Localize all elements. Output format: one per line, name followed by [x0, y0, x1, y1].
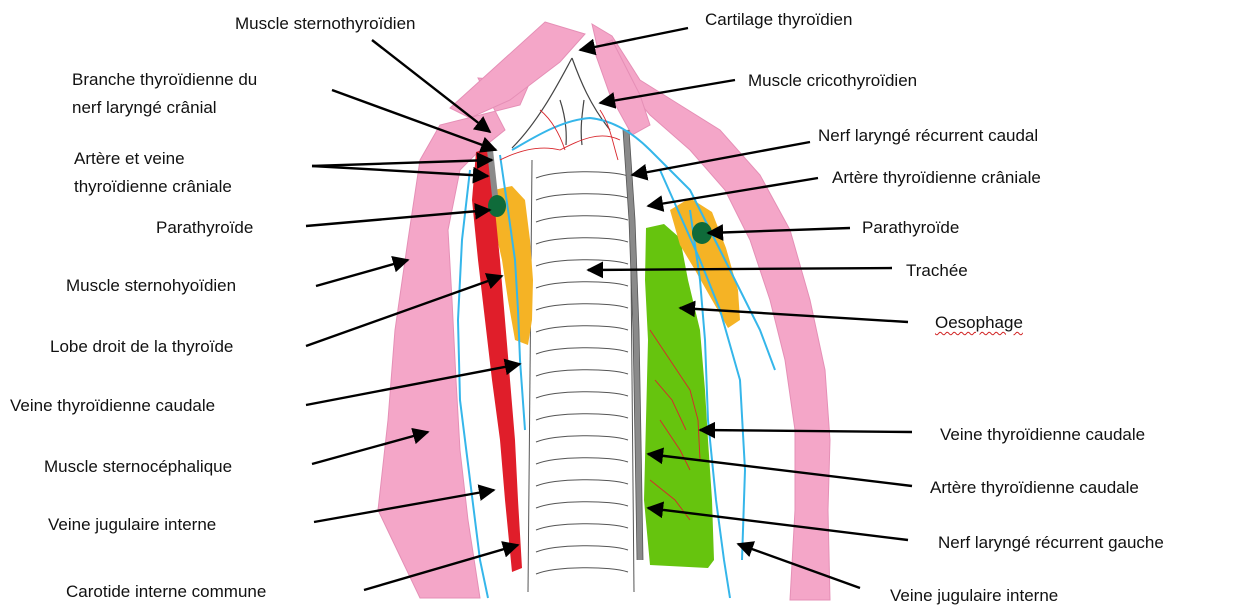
label-caudal-vein-left: Veine thyroïdienne caudale [10, 392, 215, 419]
trachea-ring [536, 348, 628, 354]
trachea-ring [536, 260, 628, 266]
trachea-ring [536, 172, 628, 178]
trachea-ring [536, 524, 628, 530]
right-parathyroid [488, 195, 506, 217]
label-art-cranial: Artère thyroïdienne crâniale [832, 164, 1041, 191]
label-recurrent-left: Nerf laryngé récurrent gauche [938, 529, 1164, 556]
trachea-ring [536, 480, 628, 486]
label-thyroid-branch-line1: Branche thyroïdienne du [72, 66, 257, 93]
arrow-caudal-vein-right [700, 430, 912, 432]
arrow-parathyroid-left [306, 210, 490, 226]
label-trachea: Trachée [906, 257, 968, 284]
label-art-vein-cranial-line1: Artère et veine [74, 145, 185, 172]
label-parathyroid-left: Parathyroïde [156, 214, 253, 241]
label-parathyroid-right: Parathyroïde [862, 214, 959, 241]
label-art-vein-cranial-line2: thyroïdienne crâniale [74, 173, 232, 200]
trachea-ring [536, 392, 628, 398]
trachea-ring [536, 326, 628, 332]
label-esophagus: Oesophage [935, 309, 1023, 336]
trachea-ring [536, 370, 628, 376]
label-thyroid-cartilage: Cartilage thyroïdien [705, 6, 852, 33]
trachea-ring [536, 238, 628, 244]
label-sternothyroid: Muscle sternothyroïdien [235, 10, 415, 37]
label-sternocephalic: Muscle sternocéphalique [44, 453, 232, 480]
trachea-ring [536, 282, 628, 288]
label-jugular-left: Veine jugulaire interne [48, 511, 216, 538]
trachea-ring [536, 458, 628, 464]
trachea-ring [536, 568, 628, 574]
label-sternohyoid: Muscle sternohyoïdien [66, 272, 236, 299]
label-caudal-vein-right: Veine thyroïdienne caudale [940, 421, 1145, 448]
label-jugular-right: Veine jugulaire interne [890, 582, 1058, 609]
label-cricothyroid: Muscle cricothyroïdien [748, 67, 917, 94]
label-caudal-artery: Artère thyroïdienne caudale [930, 474, 1139, 501]
trachea-rings [536, 172, 628, 574]
trachea-ring [536, 194, 628, 200]
trachea-ring [536, 216, 628, 222]
trachea-ring [536, 502, 628, 508]
trachea-ring [536, 546, 628, 552]
label-thyroid-branch-line2: nerf laryngé crânial [72, 94, 217, 121]
trachea-left-edge [528, 160, 532, 592]
trachea-ring [536, 414, 628, 420]
trachea-ring [536, 436, 628, 442]
label-thyroid-lobe: Lobe droit de la thyroïde [50, 333, 233, 360]
label-carotid: Carotide interne commune [66, 578, 266, 605]
arrow-sternohyoid [316, 260, 408, 286]
label-recurrent-caudal: Nerf laryngé récurrent caudal [818, 122, 1038, 149]
trachea-ring [536, 304, 628, 310]
arrow-sternothyroid [372, 40, 490, 132]
